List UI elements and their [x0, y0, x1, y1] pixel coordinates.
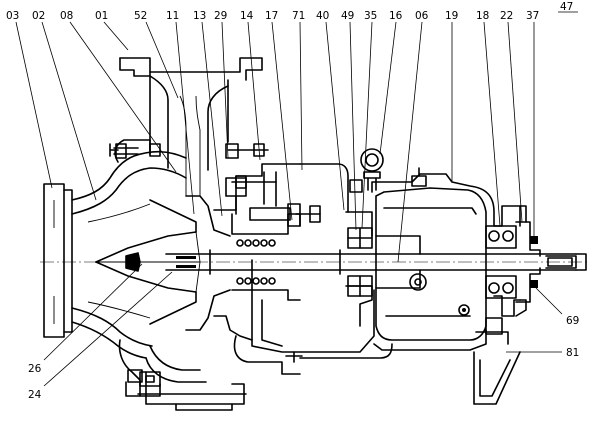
label-35: 35 — [364, 10, 377, 22]
label-08: 08 — [60, 10, 73, 22]
label-40: 40 — [316, 10, 329, 22]
part-labels: 03 02 08 01 52 11 13 29 14 17 71 40 49 3… — [6, 1, 579, 401]
label-13: 13 — [193, 10, 206, 22]
casing-cover — [185, 163, 301, 341]
leader-lines — [15, 11, 578, 387]
bearing-end-cover — [515, 205, 541, 317]
packing-rings — [236, 239, 276, 285]
label-29: 29 — [214, 10, 227, 22]
baseplate-support — [125, 317, 521, 411]
pump-shaft — [165, 249, 587, 275]
suction-flange — [43, 183, 73, 338]
label-52: 52 — [134, 10, 147, 22]
label-24: 24 — [28, 389, 42, 401]
label-19: 19 — [445, 10, 458, 22]
label-03: 03 — [6, 10, 19, 22]
label-49: 49 — [341, 10, 354, 22]
label-16: 16 — [389, 10, 403, 22]
hold-down-bolts — [231, 175, 363, 223]
lifting-eye-bolt — [360, 148, 384, 191]
label-17: 17 — [265, 10, 278, 22]
label-11: 11 — [166, 10, 179, 22]
label-69: 69 — [566, 315, 579, 327]
label-37: 37 — [526, 10, 539, 22]
pump-casing — [71, 139, 207, 397]
label-14: 14 — [240, 10, 254, 22]
ball-bearings — [347, 225, 517, 299]
label-81: 81 — [566, 347, 579, 359]
label-02: 02 — [32, 10, 45, 22]
discharge-nozzle — [113, 57, 269, 196]
label-06: 06 — [415, 10, 429, 22]
impeller — [95, 199, 201, 325]
label-71: 71 — [292, 10, 305, 22]
label-26: 26 — [28, 363, 42, 375]
label-01: 01 — [95, 10, 108, 22]
label-22: 22 — [500, 10, 513, 22]
bearing-frame — [233, 163, 521, 375]
label-47: 47 — [560, 1, 573, 13]
label-18: 18 — [476, 10, 489, 22]
